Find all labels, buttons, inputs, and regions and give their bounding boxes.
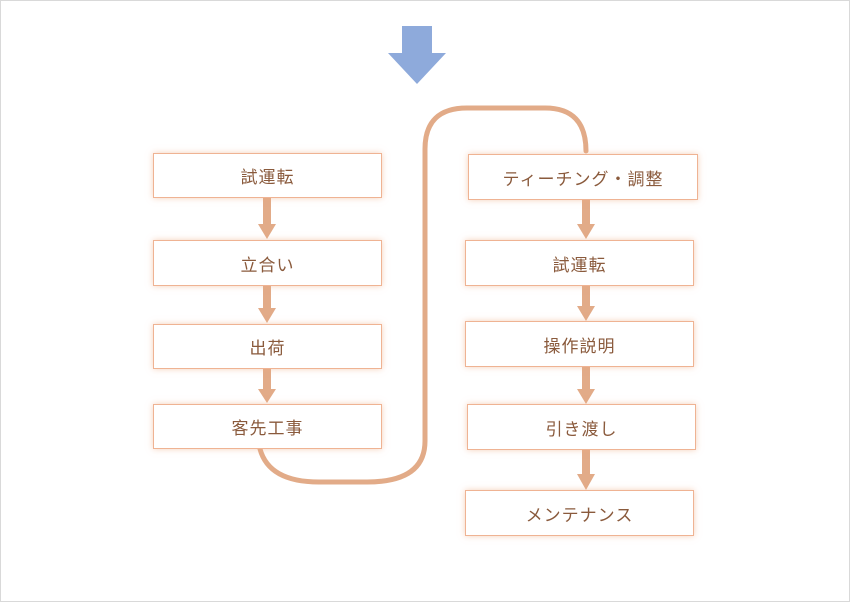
step-box-test-run-2: 試運転 [465,240,694,286]
step-box-witness: 立合い [153,240,382,286]
step-label: 試運転 [552,255,607,276]
arrow-left-1 [258,198,276,239]
u-connector [257,105,589,485]
arrow-right-4 [577,450,595,490]
step-box-maintenance: メンテナンス [465,490,694,536]
arrow-left-3 [258,369,276,403]
arrow-right-1 [577,200,595,239]
step-label: 操作説明 [543,336,616,357]
step-box-teaching-adjustment: ティーチング・調整 [468,154,698,200]
step-box-handover: 引き渡し [467,404,696,450]
step-label: 引き渡し [545,419,618,440]
step-box-operation-explanation: 操作説明 [465,321,694,367]
step-label: 出荷 [249,339,286,359]
arrow-right-3 [577,367,595,404]
step-label: ティーチング・調整 [502,169,664,190]
step-label: 立合い [240,255,295,276]
step-box-test-run: 試運転 [153,153,382,198]
step-box-shipping: 出荷 [153,324,382,369]
entry-arrow [388,26,446,84]
step-box-onsite-work: 客先工事 [153,404,382,449]
arrow-right-2 [577,286,595,321]
step-label: 客先工事 [231,419,304,439]
step-label: メンテナンス [525,505,634,526]
arrow-left-2 [258,286,276,323]
step-label: 試運転 [240,168,295,188]
